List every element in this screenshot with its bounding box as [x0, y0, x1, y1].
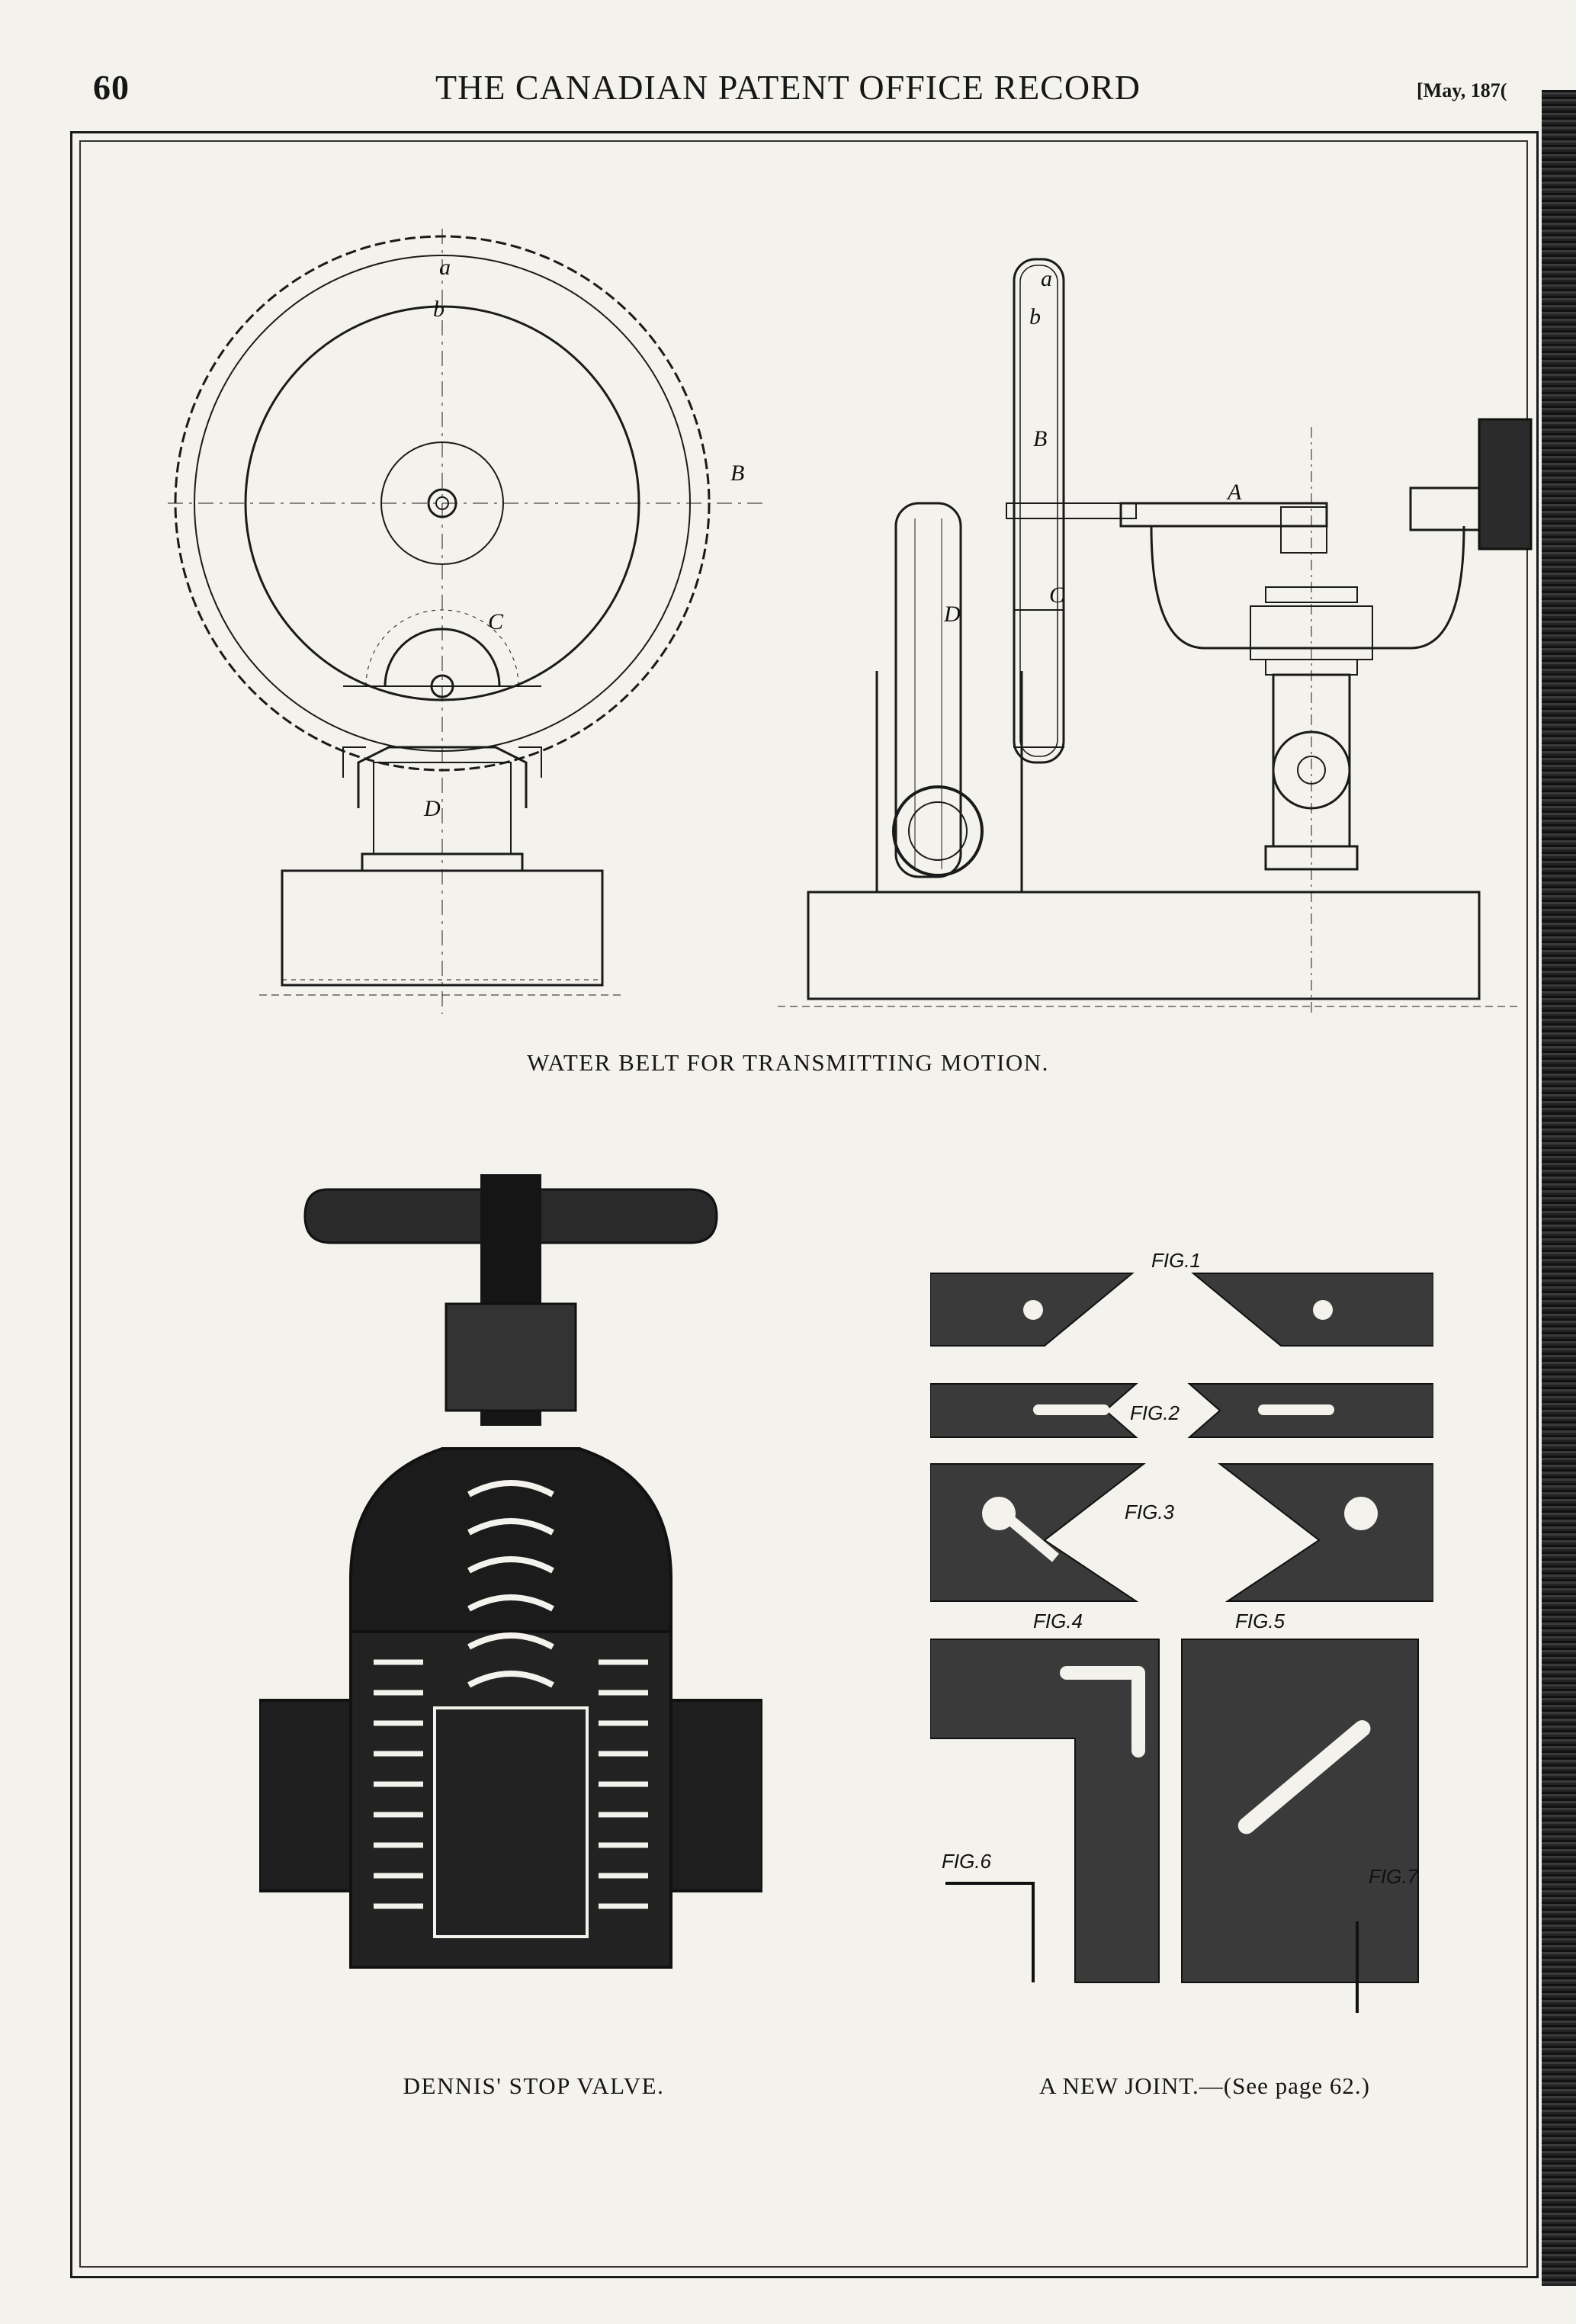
front-label-b: b	[433, 297, 445, 322]
page-number: 60	[93, 68, 130, 107]
front-label-D: D	[423, 796, 441, 821]
side-label-A: A	[1226, 480, 1242, 505]
side-label-D: D	[943, 602, 961, 627]
fig-3-label: FIG.3	[1125, 1501, 1175, 1523]
side-label-a: a	[1041, 266, 1052, 291]
pulley-weight	[1478, 418, 1533, 551]
side-label-B: B	[1033, 426, 1047, 451]
water-belt-side-view: a b B C D A	[778, 258, 1533, 1014]
issue-date: [May, 187(	[1417, 79, 1507, 101]
fig-2-label: FIG.2	[1130, 1401, 1180, 1424]
plate-frame-outer	[70, 131, 1539, 2278]
fig-6-label: FIG.6	[942, 1850, 992, 1873]
plate-frame-inner	[79, 140, 1528, 2268]
side-label-C: C	[1049, 583, 1065, 608]
front-label-a: a	[439, 255, 451, 280]
running-title: THE CANADIAN PATENT OFFICE RECORD	[435, 68, 1141, 107]
water-belt-front-view: a b B C D	[168, 229, 762, 1014]
fig-1-label: FIG.1	[1151, 1250, 1201, 1272]
fig-5-label: FIG.5	[1235, 1610, 1286, 1632]
fig-4-label: FIG.4	[1033, 1610, 1083, 1632]
stop-valve-engraving	[259, 1174, 762, 1969]
new-joint-caption: A NEW JOINT.—(See page 62.)	[1039, 2072, 1370, 2099]
page-edge-shadow	[1542, 90, 1576, 2286]
side-label-b: b	[1029, 304, 1041, 329]
new-joint-engraving: FIG.1 FIG.2 FIG.3 FIG.4 FIG.5 FIG.6 FIG.…	[930, 1250, 1433, 2013]
water-belt-caption: WATER BELT FOR TRANSMITTING MOTION.	[527, 1049, 1049, 1076]
front-label-B: B	[730, 461, 744, 486]
front-label-C: C	[488, 609, 504, 634]
fig-7-label: FIG.7	[1369, 1865, 1420, 1888]
stop-valve-caption: DENNIS' STOP VALVE.	[403, 2072, 665, 2099]
